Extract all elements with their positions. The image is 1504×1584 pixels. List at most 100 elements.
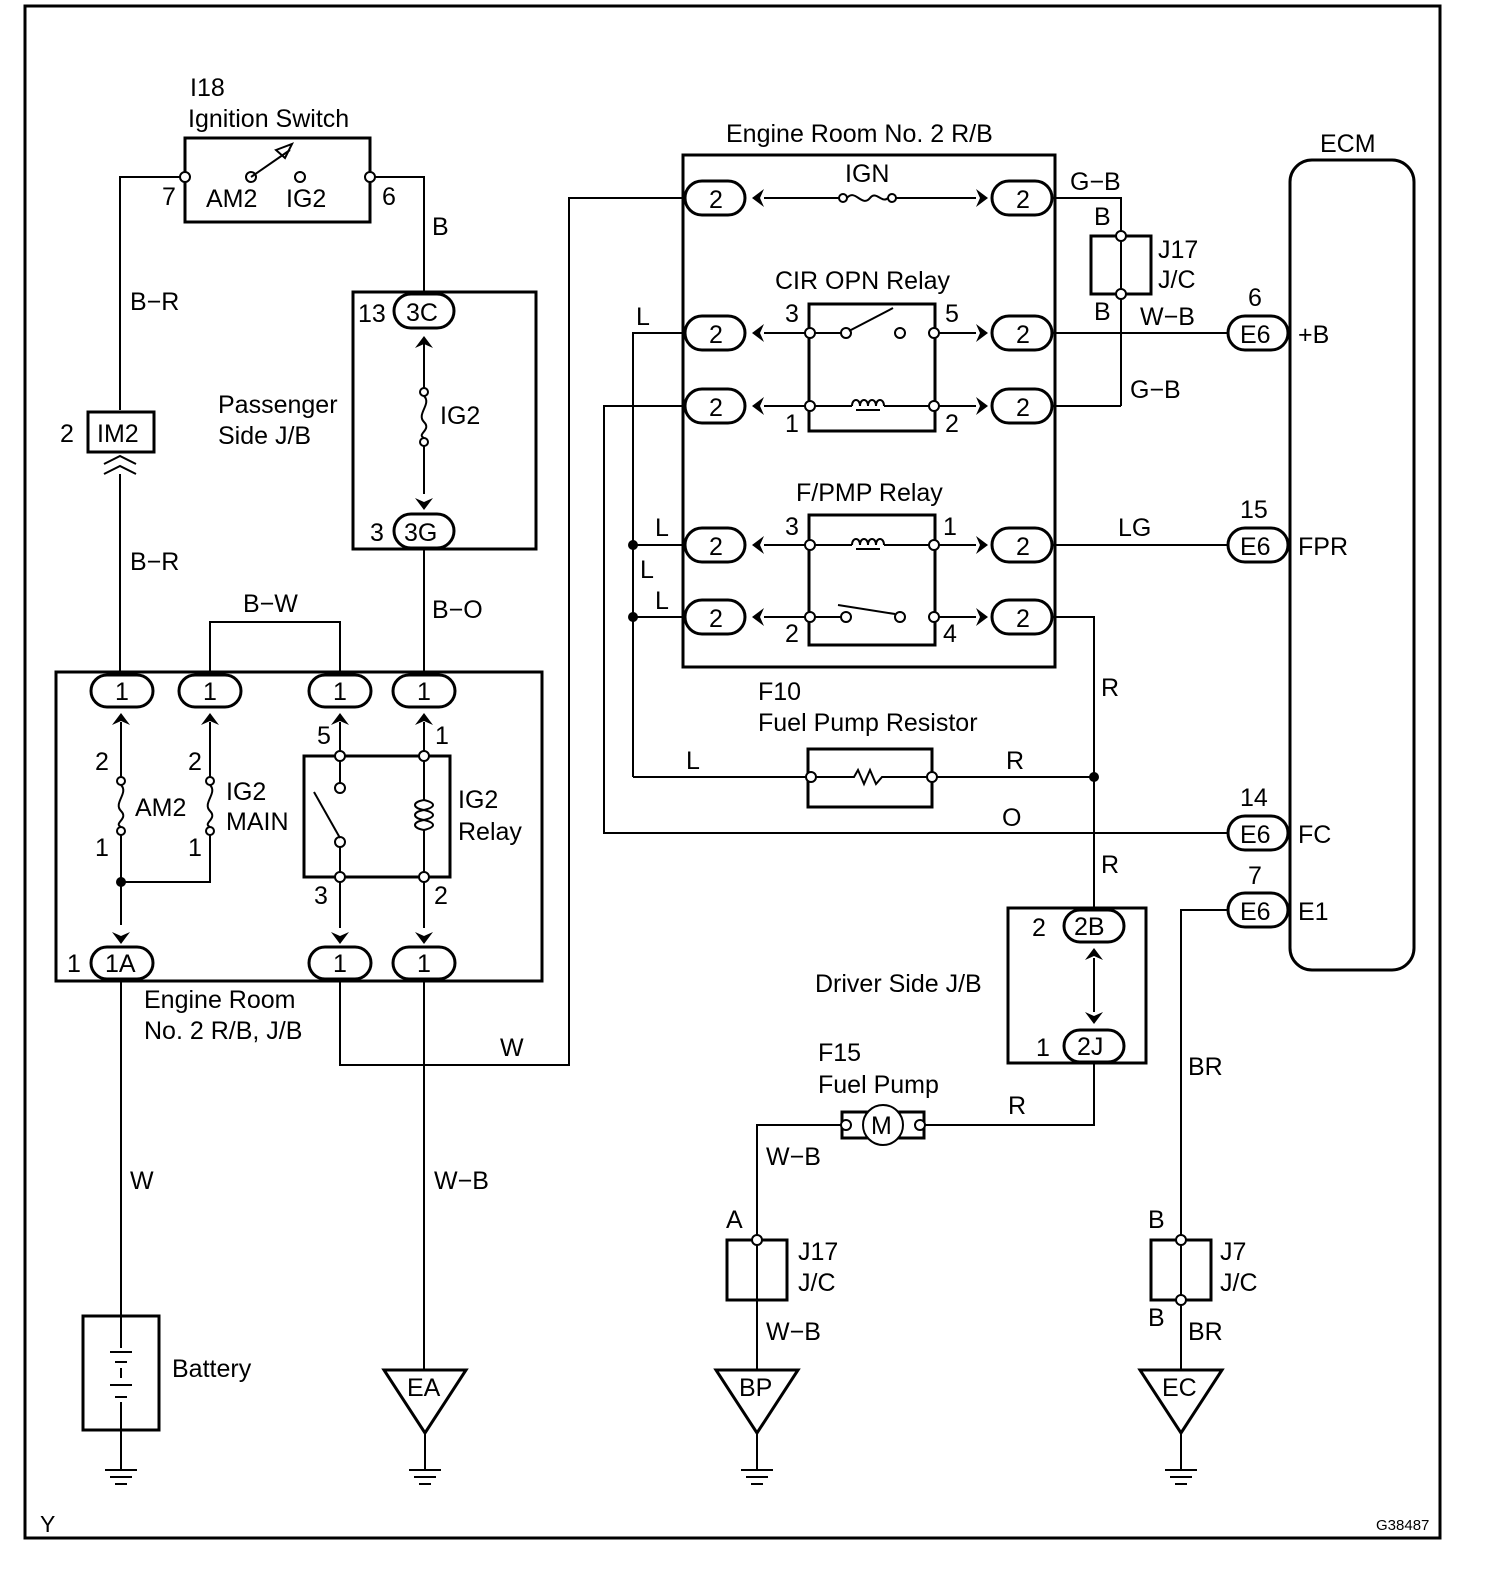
rb-cir-term-5: 2	[1016, 321, 1030, 349]
ignition-switch-pin-6: 6	[382, 183, 396, 211]
fuel-pump-resistor	[805, 747, 938, 809]
j17-upper-name: J17	[1158, 236, 1198, 264]
battery-label: Battery	[172, 1355, 252, 1383]
wire-w-b-pump: W−B	[766, 1143, 821, 1171]
wire-b-ig: B	[432, 213, 449, 241]
engine-jb-label-2: No. 2 R/B, J/B	[144, 1017, 302, 1045]
ground-ea-label: EA	[407, 1374, 441, 1402]
ground-bp: BP	[713, 1368, 801, 1485]
ej-bottom-term-1c: 1	[333, 950, 347, 978]
j17-upper-sub: J/C	[1158, 266, 1196, 294]
rb-ign-term-right: 2	[1016, 186, 1030, 214]
ej-fuse-ig2-l2: MAIN	[226, 808, 289, 836]
ignition-switch-am2: AM2	[206, 185, 257, 213]
j17-upper-pin-top: B	[1094, 203, 1111, 231]
ignition-switch: I18 Ignition Switch 7 6 AM2 IG2	[162, 74, 396, 224]
ej-ig2main-pin2: 2	[188, 748, 202, 776]
ecm-pin-6-num: 6	[1248, 284, 1262, 312]
wire-r-2: R	[1101, 851, 1119, 879]
rb-cir-relay-label: CIR OPN Relay	[775, 267, 951, 295]
ej-term-1a: 1	[115, 678, 129, 706]
wire-l-4: L	[655, 587, 669, 615]
ground-ea: EA	[381, 1368, 469, 1485]
rb-fpmp-term-3: 2	[709, 533, 723, 561]
ecm-pin-e1: 7 E6 E1	[1226, 862, 1329, 929]
rb-fpmp-pin-4: 4	[943, 620, 957, 648]
rb-fpmp-relay-label: F/PMP Relay	[796, 479, 943, 507]
j17-lower-connector	[725, 1234, 789, 1370]
ej-relay-pin1: 1	[435, 722, 449, 750]
ignition-switch-pin-7: 7	[162, 183, 176, 211]
im2-pin: 2	[60, 420, 74, 448]
rb-ign-fuse: IGN	[845, 160, 889, 188]
j7-connector	[1149, 1234, 1213, 1370]
ej-relay-label-2: Relay	[458, 818, 522, 846]
rb-fpmp-pin-3: 3	[785, 513, 799, 541]
resistor-label: Fuel Pump Resistor	[758, 709, 978, 737]
driver-jb-label: Driver Side J/B	[815, 970, 982, 998]
ground-ec: EC	[1137, 1368, 1225, 1485]
j7-pin-bottom: B	[1148, 1304, 1165, 1332]
ecm-pin-6-conn: E6	[1240, 321, 1271, 349]
driver-side-jb: 2 2B 1 2J	[1006, 906, 1148, 1065]
ej-relay-pin2: 2	[434, 882, 448, 910]
ecm-pin-14-label: FC	[1298, 821, 1331, 849]
wire-o: O	[1002, 804, 1021, 832]
wire-r-1: R	[1101, 674, 1119, 702]
passenger-jb-label-1: Passenger	[218, 391, 338, 419]
fuel-pump-label: Fuel Pump	[818, 1071, 939, 1099]
wire-w-b-bp: W−B	[766, 1318, 821, 1346]
engine-jb-label-1: Engine Room	[144, 986, 295, 1014]
wire-w-ign: W	[500, 1034, 524, 1062]
rb-fpmp-pin-2: 2	[785, 620, 799, 648]
ignition-switch-label: Ignition Switch	[188, 105, 349, 133]
fuel-pump-id: F15	[818, 1039, 861, 1067]
ej-am2-pin2: 2	[95, 748, 109, 776]
wire-r-pump: R	[1008, 1092, 1026, 1120]
wire-w-battery: W	[130, 1167, 154, 1195]
ej-relay-pin3: 3	[314, 882, 328, 910]
ecm-pin-15-num: 15	[1240, 496, 1268, 524]
engine-rb-title: Engine Room No. 2 R/B	[726, 120, 993, 148]
ground-bp-label: BP	[739, 1374, 772, 1402]
passenger-jb-top-conn: 3C	[406, 299, 438, 327]
j17-upper-connector: B B	[1089, 203, 1153, 326]
ecm-pin-6-label: +B	[1298, 321, 1329, 349]
frame-border	[23, 4, 1442, 1540]
ignition-switch-id: I18	[190, 74, 225, 102]
j17-upper-pin-bottom: B	[1094, 298, 1111, 326]
ej-fuse-ig2-l1: IG2	[226, 778, 266, 806]
ground-ec-label: EC	[1162, 1374, 1197, 1402]
ej-relay-label-1: IG2	[458, 786, 498, 814]
ecm-pin-7-label: E1	[1298, 898, 1329, 926]
rb-cir-pin-1: 1	[785, 410, 799, 438]
ecm-pin-fc: 14 E6 FC	[1226, 784, 1331, 852]
ej-term-1b: 1	[203, 678, 217, 706]
wire-g-b-upper: G−B	[1070, 168, 1121, 196]
wire-l-2: L	[655, 514, 669, 542]
driver-jb-bottom-pin: 1	[1036, 1034, 1050, 1062]
rb-fpmp-term-4: 2	[1016, 605, 1030, 633]
ej-bottom-term-1d: 1	[417, 950, 431, 978]
rb-cir-pin-3: 3	[785, 300, 799, 328]
passenger-jb-top-pin: 13	[358, 300, 386, 328]
rb-cir-term-1: 2	[709, 394, 723, 422]
rb-cir-pin-2: 2	[945, 410, 959, 438]
ecm-pin-fpr: 15 E6 FPR	[1226, 496, 1348, 564]
ignition-switch-ig2: IG2	[286, 185, 326, 213]
driver-jb-bottom-conn: 2J	[1077, 1033, 1103, 1061]
wire-br-2: BR	[1188, 1318, 1223, 1346]
wire-b-r-upper: B−R	[130, 288, 179, 316]
j7-sub: J/C	[1220, 1269, 1258, 1297]
im2-connector: 2 IM2	[60, 410, 156, 475]
wire-w-b-plusb: W−B	[1140, 303, 1195, 331]
rb-cir-term-3: 2	[709, 321, 723, 349]
ej-am2-pin1: 1	[95, 834, 109, 862]
fuel-pump-motor: M	[840, 1104, 926, 1146]
footer-left: Y	[40, 1511, 55, 1537]
j7-name: J7	[1220, 1238, 1246, 1266]
j17-lower-sub: J/C	[798, 1269, 836, 1297]
ej-fuse-am2: AM2	[135, 794, 186, 822]
ecm-pin-14-conn: E6	[1240, 821, 1271, 849]
